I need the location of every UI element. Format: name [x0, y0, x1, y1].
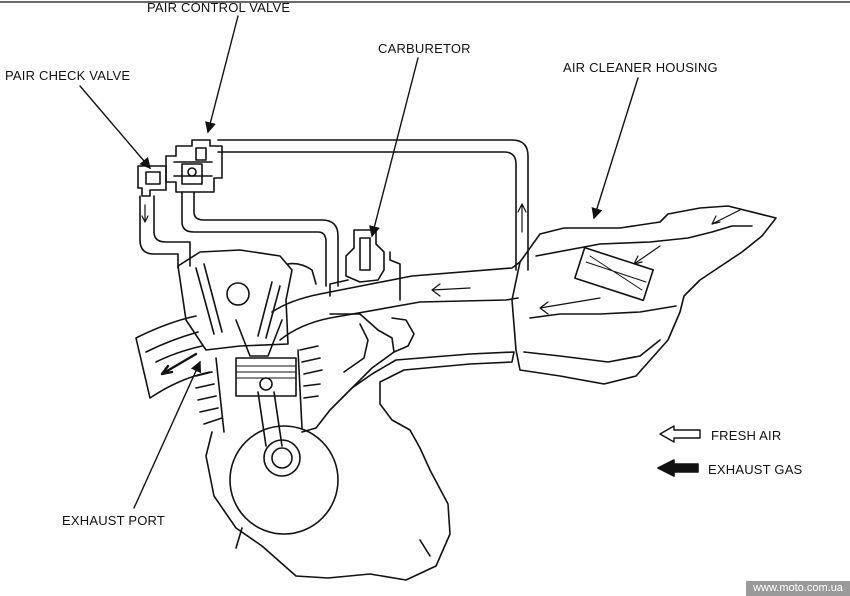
exhaust-port-leader — [133, 360, 202, 509]
cylinder-head — [177, 249, 293, 357]
legend-fresh-air-label: FRESH AIR — [711, 428, 782, 443]
pair-control-leader — [205, 15, 239, 134]
watermark: www.moto.com.ua — [746, 581, 850, 596]
pair-check-valve-label: PAIR CHECK VALVE — [5, 68, 131, 83]
piston-and-rod — [235, 357, 301, 477]
legend-fresh-air-arrow — [659, 425, 701, 443]
pair-hose-to-air-cleaner — [217, 139, 529, 271]
air-cleaner-housing-body — [511, 205, 777, 385]
carburetor-label: CARBURETOR — [378, 41, 471, 56]
exhaust-port-label: EXHAUST PORT — [62, 513, 166, 528]
pair-control-valve-body — [165, 139, 223, 193]
legend-exhaust-gas-arrow — [657, 459, 699, 477]
pair-check-valve-body — [137, 165, 167, 197]
pair-check-leader — [79, 85, 151, 170]
check-valve-hose — [139, 195, 191, 269]
pair-control-valve-label: PAIR CONTROL VALVE — [147, 0, 291, 15]
carburetor-leader — [369, 57, 419, 238]
air-cleaner-leader — [591, 77, 639, 220]
legend-exhaust-gas-label: EXHAUST GAS — [708, 462, 803, 477]
cylinder-fins — [195, 345, 323, 433]
control-valve-tube — [181, 191, 339, 287]
exhaust-pipe — [135, 315, 211, 399]
callout-leaders — [79, 15, 639, 509]
carburetor-body — [345, 229, 385, 283]
air-cleaner-housing-label: AIR CLEANER HOUSING — [563, 60, 718, 75]
crankcase — [205, 313, 515, 581]
intake-tract — [271, 251, 521, 341]
